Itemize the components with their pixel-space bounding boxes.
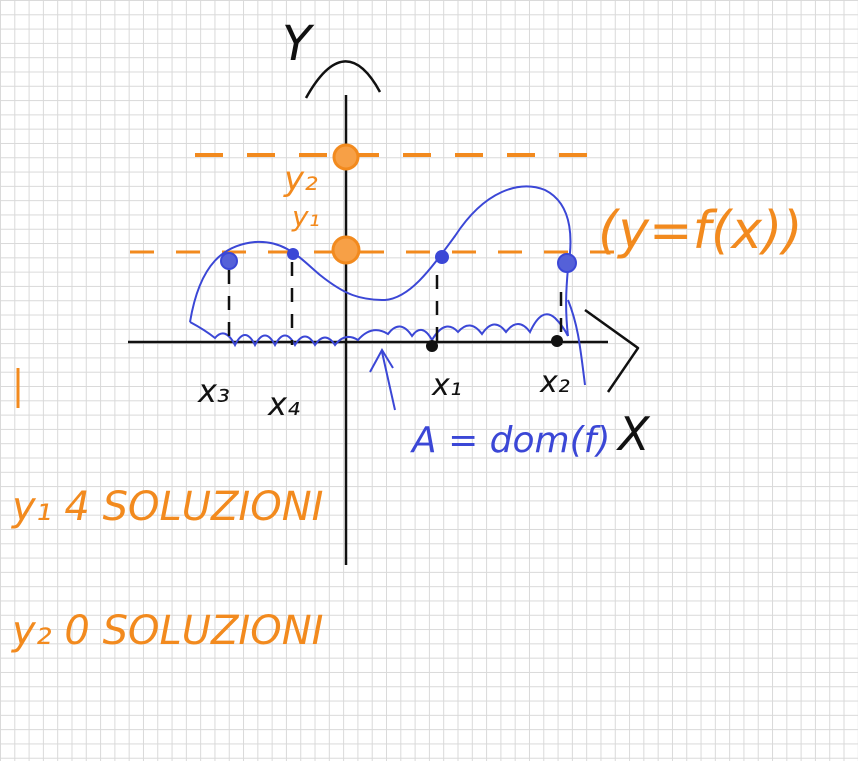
point-on-curve-x3 — [220, 252, 238, 270]
domain-pointer-head — [369, 348, 394, 373]
point-on-curve-x4 — [287, 248, 299, 260]
domain-label: A = dom(f) — [410, 420, 610, 461]
x-axis-label: X — [616, 407, 651, 461]
y1-point — [331, 235, 361, 265]
function-label: (y=f(x)) — [598, 201, 803, 261]
y1-label: y₁ — [291, 200, 320, 233]
x1-label: x₁ — [431, 368, 462, 403]
x3-label: x₃ — [197, 372, 230, 410]
y-axis-arrowhead — [304, 60, 382, 99]
x2-label: x₂ — [539, 365, 570, 400]
point-on-curve-x2 — [557, 253, 577, 273]
y-axis-label: Y — [282, 16, 315, 72]
x1-axis-point — [426, 340, 438, 352]
point-on-curve-x1 — [435, 250, 449, 264]
x2-axis-point — [551, 335, 563, 347]
domain-squiggle — [189, 313, 569, 348]
domain-pointer-line — [381, 351, 396, 411]
y2-point — [332, 143, 360, 171]
y2-label: y₂ — [283, 159, 318, 199]
x-axis-arrowhead — [584, 308, 640, 393]
note-y2-solutions: y₂ 0 SOLUZIONI — [12, 608, 324, 654]
note-y1-solutions: y₁ 4 SOLUZIONI — [12, 484, 324, 530]
x4-label: x₄ — [267, 385, 300, 423]
function-curve — [189, 185, 586, 386]
